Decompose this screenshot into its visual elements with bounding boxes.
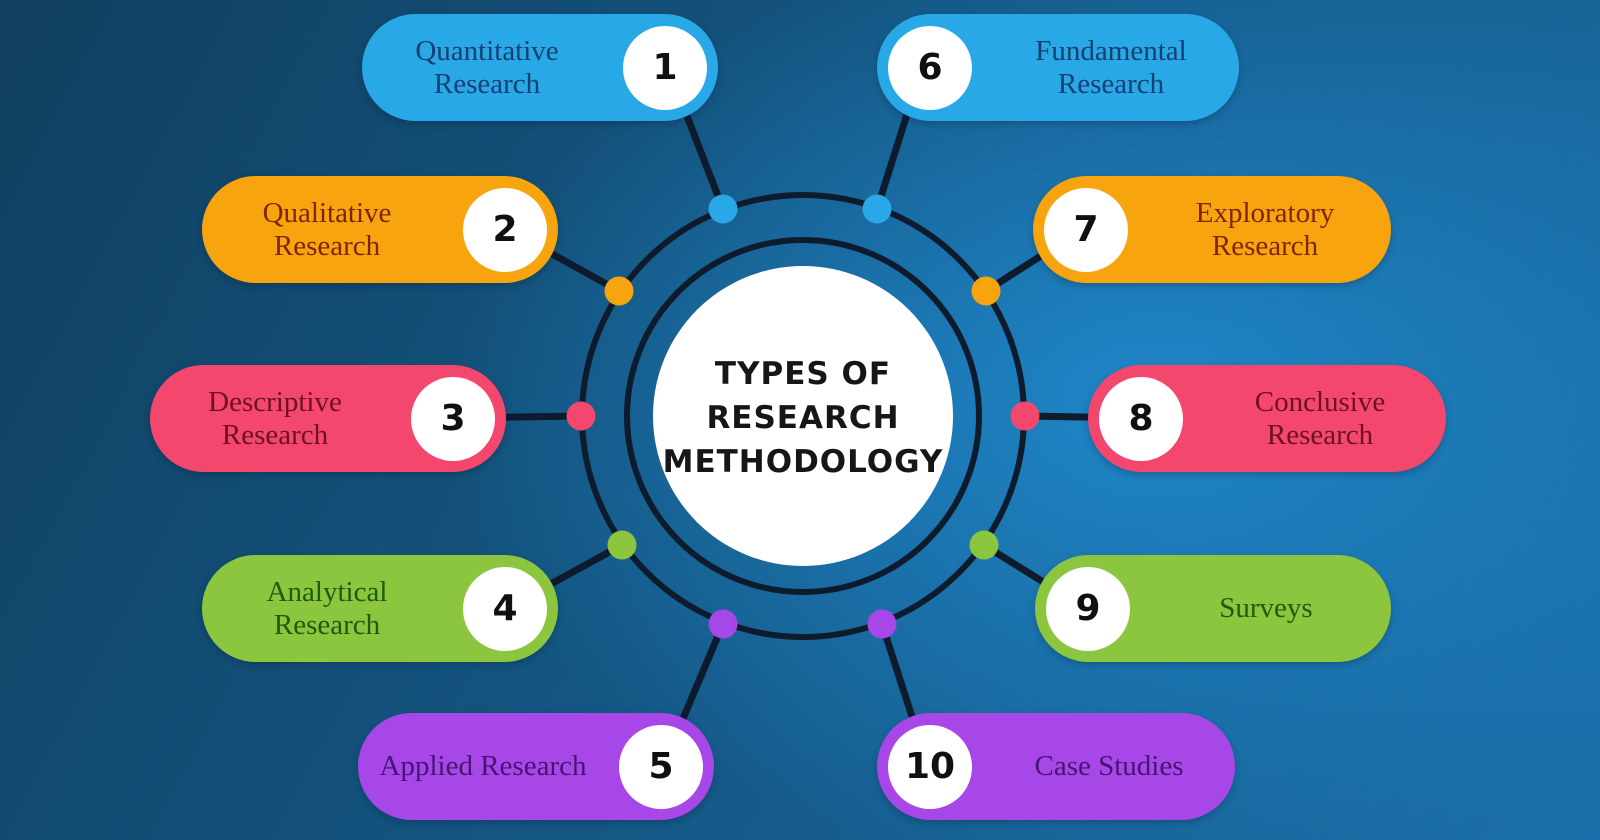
diagram-title: TYPES OF RESEARCH METHODOLOGY [653,352,953,484]
connector-dot-orange-right [971,276,1001,306]
item-pill-fundamental-research: 6 Fundamental Research [877,14,1239,121]
diagram-title-line: RESEARCH [706,399,900,436]
connector-dot-orange-left [604,276,634,306]
connector-dot-green-right [969,530,999,560]
item-pill-conclusive-research: 8 Conclusive Research [1088,365,1446,472]
item-number-badge: 9 [1046,566,1130,651]
item-label: Analytical Research [266,576,388,641]
item-label: Case Studies [1034,750,1184,783]
item-pill-analytical-research: Analytical Research 4 [202,555,558,662]
item-label: Qualitative Research [262,197,392,262]
item-pill-applied-research: Applied Research 5 [358,713,714,820]
inner-ring [624,237,982,595]
center-circle [653,266,953,566]
item-label: Exploratory Research [1195,197,1335,262]
item-label: Quantitative Research [415,35,559,100]
item-pill-qualitative-research: Qualitative Research 2 [202,176,558,283]
connector-dot-purple-left [708,609,738,639]
item-number-badge: 3 [411,376,495,461]
item-label: Descriptive Research [208,386,342,451]
connector-dot-purple-right [867,609,897,639]
item-pill-descriptive-research: Descriptive Research 3 [150,365,506,472]
item-number-badge: 8 [1099,376,1183,461]
item-number-badge: 1 [623,25,707,110]
connector-dot-blue-left [708,194,738,224]
connector-dot-pink-right [1010,401,1040,431]
item-number-badge: 2 [463,187,547,272]
item-pill-case-studies: 10 Case Studies [877,713,1235,820]
item-number-badge: 5 [619,724,703,809]
item-label: Conclusive Research [1254,386,1386,451]
item-number-badge: 7 [1044,187,1128,272]
item-label: Applied Research [379,750,587,783]
item-pill-quantitative-research: Quantitative Research 1 [362,14,718,121]
item-number-badge: 10 [888,724,972,809]
item-pill-surveys: 9 Surveys [1035,555,1391,662]
diagram-title-line: TYPES OF [714,355,892,392]
item-number-badge: 6 [888,25,972,110]
item-label: Surveys [1219,592,1313,625]
item-pill-exploratory-research: 7 Exploratory Research [1033,176,1391,283]
connector-dot-pink-left [566,401,596,431]
connector-dot-green-left [607,530,637,560]
item-number-badge: 4 [463,566,547,651]
connector-dot-blue-right [862,194,892,224]
item-label: Fundamental Research [1035,35,1187,100]
diagram-title-line: METHODOLOGY [662,444,944,481]
